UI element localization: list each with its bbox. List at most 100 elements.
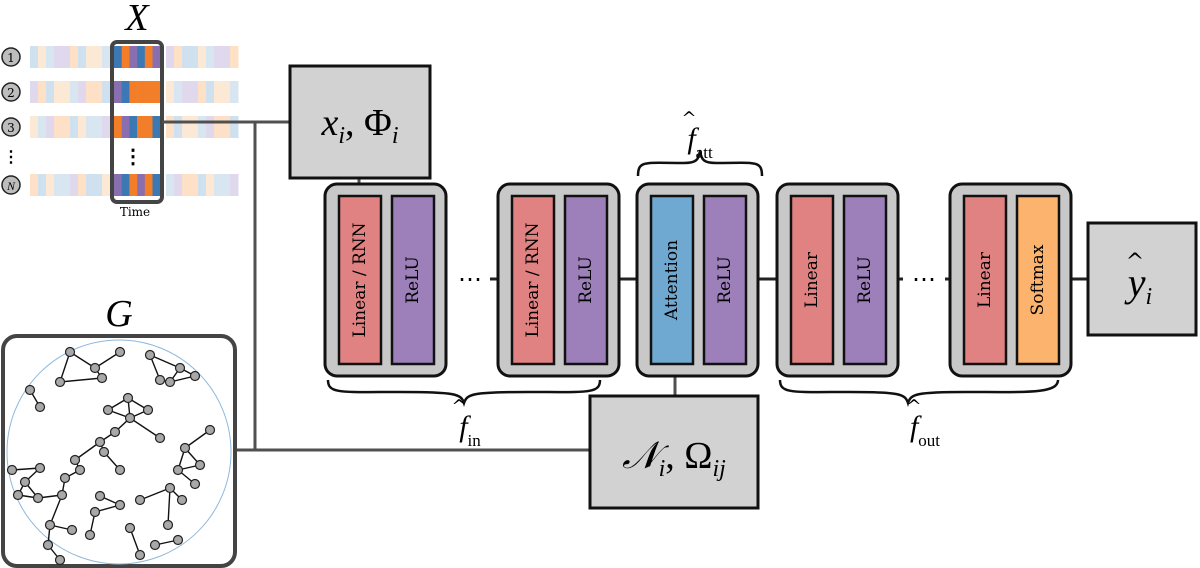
row-label-1: 1 xyxy=(7,51,15,65)
heatmap-row xyxy=(30,81,239,103)
graph-node xyxy=(24,384,36,396)
graph-node xyxy=(96,372,108,384)
graph-node xyxy=(172,534,184,546)
layer-group-in-1: Linear / RNN ReLU xyxy=(323,182,448,378)
layer-relu: ReLU xyxy=(702,194,748,366)
row-label-3: 3 xyxy=(7,121,15,135)
layer-label: Linear xyxy=(802,251,822,308)
graph-node xyxy=(6,464,18,476)
output-block: yi ^ xyxy=(1086,221,1198,337)
graph-node xyxy=(154,432,166,444)
brace-att-hat: ^ xyxy=(681,108,696,129)
ellipsis-in-layers: ⋯ xyxy=(458,265,482,293)
graph-node xyxy=(134,494,146,506)
graph-node xyxy=(204,424,216,436)
graph-boundary-circle xyxy=(6,339,232,565)
graph-node xyxy=(172,464,184,476)
graph-node xyxy=(179,442,191,454)
graph-node xyxy=(94,436,106,448)
data-matrix-label: X xyxy=(123,0,150,39)
graph-node xyxy=(19,476,31,488)
graph-node xyxy=(142,404,154,416)
graph-node xyxy=(122,392,134,404)
layer-label: ReLU xyxy=(855,256,875,304)
graph-node xyxy=(74,464,86,476)
graph-node xyxy=(56,489,68,501)
row-badge-3: 3 xyxy=(1,117,21,137)
data-matrix: X ⋮ Time 1 2 3 ⋮ N xyxy=(1,0,239,219)
neighborhood-formula: 𝒩i, Ωij xyxy=(622,435,726,482)
graph-node xyxy=(34,401,46,413)
heatmap-row xyxy=(30,46,239,68)
layer-label: Linear xyxy=(975,251,995,308)
layer-label: ReLU xyxy=(576,256,596,304)
graph-node xyxy=(114,499,126,511)
layer-linear-rnn: Linear / RNN xyxy=(510,194,556,366)
brace-out-hat: ^ xyxy=(906,396,921,417)
graph-node xyxy=(59,472,71,484)
row-label-n: N xyxy=(6,179,16,193)
layer-label: Softmax xyxy=(1028,244,1048,315)
layer-label: ReLU xyxy=(715,256,735,304)
graph-node xyxy=(12,489,24,501)
heatmap-rows xyxy=(30,46,239,196)
brace-in: fin ^ xyxy=(326,379,602,450)
time-axis-label: Time xyxy=(120,205,150,219)
layer-relu: ReLU xyxy=(842,194,888,366)
graph-node xyxy=(69,454,81,466)
graph-node xyxy=(42,539,54,551)
graph-edge xyxy=(74,441,101,461)
graph-panel: G xyxy=(1,293,237,568)
graph-node xyxy=(149,539,161,551)
row-label-2: 2 xyxy=(7,86,15,100)
graph-node xyxy=(54,554,66,566)
layer-attention: Attention xyxy=(649,194,695,366)
brace-att: fatt ^ xyxy=(636,108,764,177)
layer-group-att: Attention ReLU xyxy=(635,182,760,378)
layer-label: Linear / RNN xyxy=(523,222,543,337)
graph-node xyxy=(144,349,156,361)
graph-edge xyxy=(49,494,63,526)
graph-node xyxy=(176,494,188,506)
graph-node xyxy=(109,426,121,438)
layer-label: Linear / RNN xyxy=(350,222,370,337)
layer-group-out-1: Linear ReLU xyxy=(775,182,900,378)
layer-linear: Linear xyxy=(962,194,1008,366)
graph-frame xyxy=(1,334,237,568)
graph-node xyxy=(124,522,136,534)
row-ellipsis: ⋮ xyxy=(3,147,19,166)
window-ellipsis: ⋮ xyxy=(123,144,143,168)
layer-label: ReLU xyxy=(403,256,423,304)
graph-label: G xyxy=(105,293,132,335)
row-badge-n: N xyxy=(1,175,21,195)
graph-node xyxy=(124,412,136,424)
graph-node xyxy=(162,519,174,531)
graph-edge xyxy=(149,354,181,369)
graph-node xyxy=(114,464,126,476)
graph-node xyxy=(174,362,186,374)
neighborhood-block: 𝒩i, Ωij xyxy=(588,394,760,510)
graph-node xyxy=(89,506,101,518)
node-features-formula: xi, Φi xyxy=(321,102,399,149)
row-badge-2: 2 xyxy=(1,82,21,102)
heatmap-row xyxy=(30,174,239,196)
graph-edge xyxy=(167,487,171,526)
layer-softmax: Softmax xyxy=(1015,194,1061,366)
graph-node xyxy=(164,482,176,494)
graph-node xyxy=(189,370,201,382)
graph-node xyxy=(94,490,106,502)
graph-node xyxy=(89,362,101,374)
layer-label: Attention xyxy=(662,240,682,321)
heatmap-row xyxy=(30,116,239,138)
graph-node xyxy=(44,519,56,531)
output-formula: yi xyxy=(1124,260,1152,310)
node-features-block: xi, Φi xyxy=(288,64,432,180)
graph-node xyxy=(102,404,114,416)
graph-node xyxy=(189,478,201,490)
graph-edge xyxy=(184,429,211,449)
graph-nodes xyxy=(6,346,216,566)
layer-group-out-2: Linear Softmax xyxy=(948,182,1073,378)
graph-node xyxy=(64,346,76,358)
